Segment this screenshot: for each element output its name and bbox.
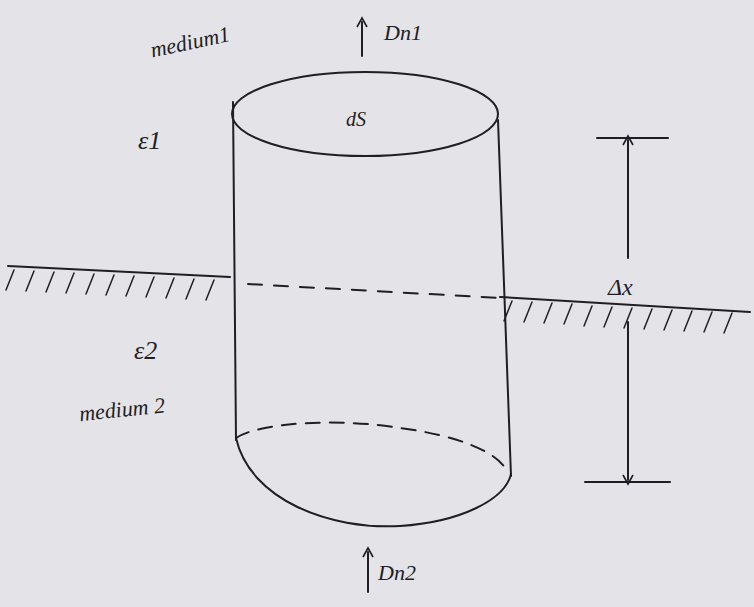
cylinder-side [498, 120, 511, 476]
permittivity-label: ε1 [138, 126, 161, 156]
medium-label: medium1 [148, 21, 232, 63]
medium-label: medium 2 [72, 392, 166, 427]
cylinder-bottom [236, 438, 511, 526]
cylinder-top [232, 72, 498, 156]
flux-label: Dn2 [378, 560, 416, 585]
flux-label: Dn1 [384, 20, 422, 45]
interface-hidden [248, 284, 500, 298]
flux-arrow [361, 22, 363, 56]
dimension-label: Δx [608, 274, 633, 302]
permittivity-label: ε2 [134, 336, 157, 366]
dimension-tick [585, 481, 670, 483]
flux-arrow [367, 552, 369, 592]
dimension-line [627, 140, 629, 258]
cylinder-side [233, 102, 236, 440]
boundary-line [8, 266, 230, 277]
hatch-marks [504, 301, 732, 333]
hatch-marks [6, 270, 214, 300]
dimension-line [627, 322, 629, 480]
cylinder-bottom-hidden [236, 423, 505, 468]
area-label: dS [346, 108, 366, 131]
dimension-tick [597, 137, 668, 139]
